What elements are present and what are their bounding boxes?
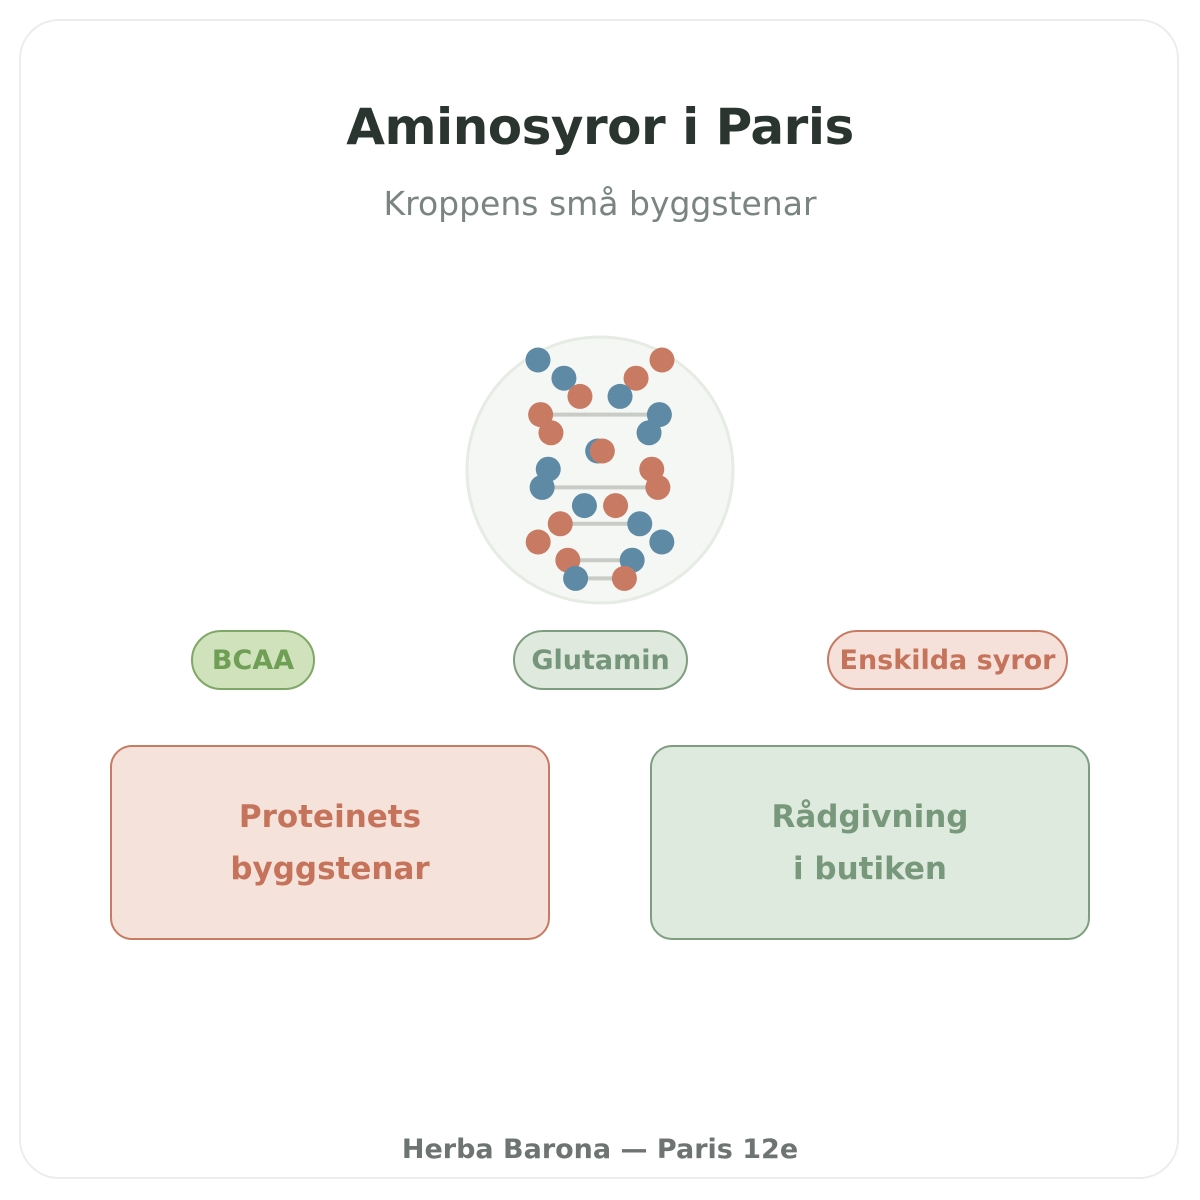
dna-nucleotide — [567, 383, 593, 409]
dna-nucleotide — [551, 365, 577, 391]
panel-line: Rådgivning — [771, 798, 969, 835]
tag-enskilda-syror: Enskilda syror — [827, 630, 1068, 690]
dna-nucleotide — [525, 347, 551, 373]
panel-radgivning: Rådgivning i butiken — [650, 745, 1090, 940]
dna-nucleotide — [627, 511, 653, 537]
dna-nucleotide — [603, 493, 629, 519]
dna-nucleotide — [607, 383, 633, 409]
dna-nucleotide — [589, 438, 615, 464]
dna-nucleotide — [547, 511, 573, 537]
tag-bcaa: BCAA — [191, 630, 315, 690]
dna-nucleotide — [563, 565, 589, 591]
dna-nucleotide — [571, 493, 597, 519]
dna-circle-bg — [465, 335, 735, 605]
dna-nucleotide — [636, 420, 662, 446]
dna-nucleotide — [528, 402, 554, 428]
dna-nucleotide — [646, 402, 672, 428]
page-subtitle: Kroppens små byggstenar — [383, 184, 817, 223]
dna-helix-icon — [465, 335, 735, 605]
dna-nucleotide — [611, 565, 637, 591]
dna-nucleotide — [645, 474, 671, 500]
dna-nucleotide — [623, 365, 649, 391]
panel-line: i butiken — [792, 850, 947, 887]
panel-proteinets-byggstenar: Proteinets byggstenar — [110, 745, 550, 940]
tag-glutamin: Glutamin — [513, 630, 688, 690]
panel-line: byggstenar — [230, 850, 430, 887]
dna-nucleotide — [525, 529, 551, 555]
page-title: Aminosyror i Paris — [346, 98, 854, 156]
dna-nucleotide — [529, 474, 555, 500]
dna-nucleotide — [649, 529, 675, 555]
panel-line: Proteinets — [238, 798, 422, 835]
footer-credit: Herba Barona — Paris 12e — [401, 1134, 799, 1165]
dna-nucleotide — [538, 420, 564, 446]
dna-nucleotide — [649, 347, 675, 373]
